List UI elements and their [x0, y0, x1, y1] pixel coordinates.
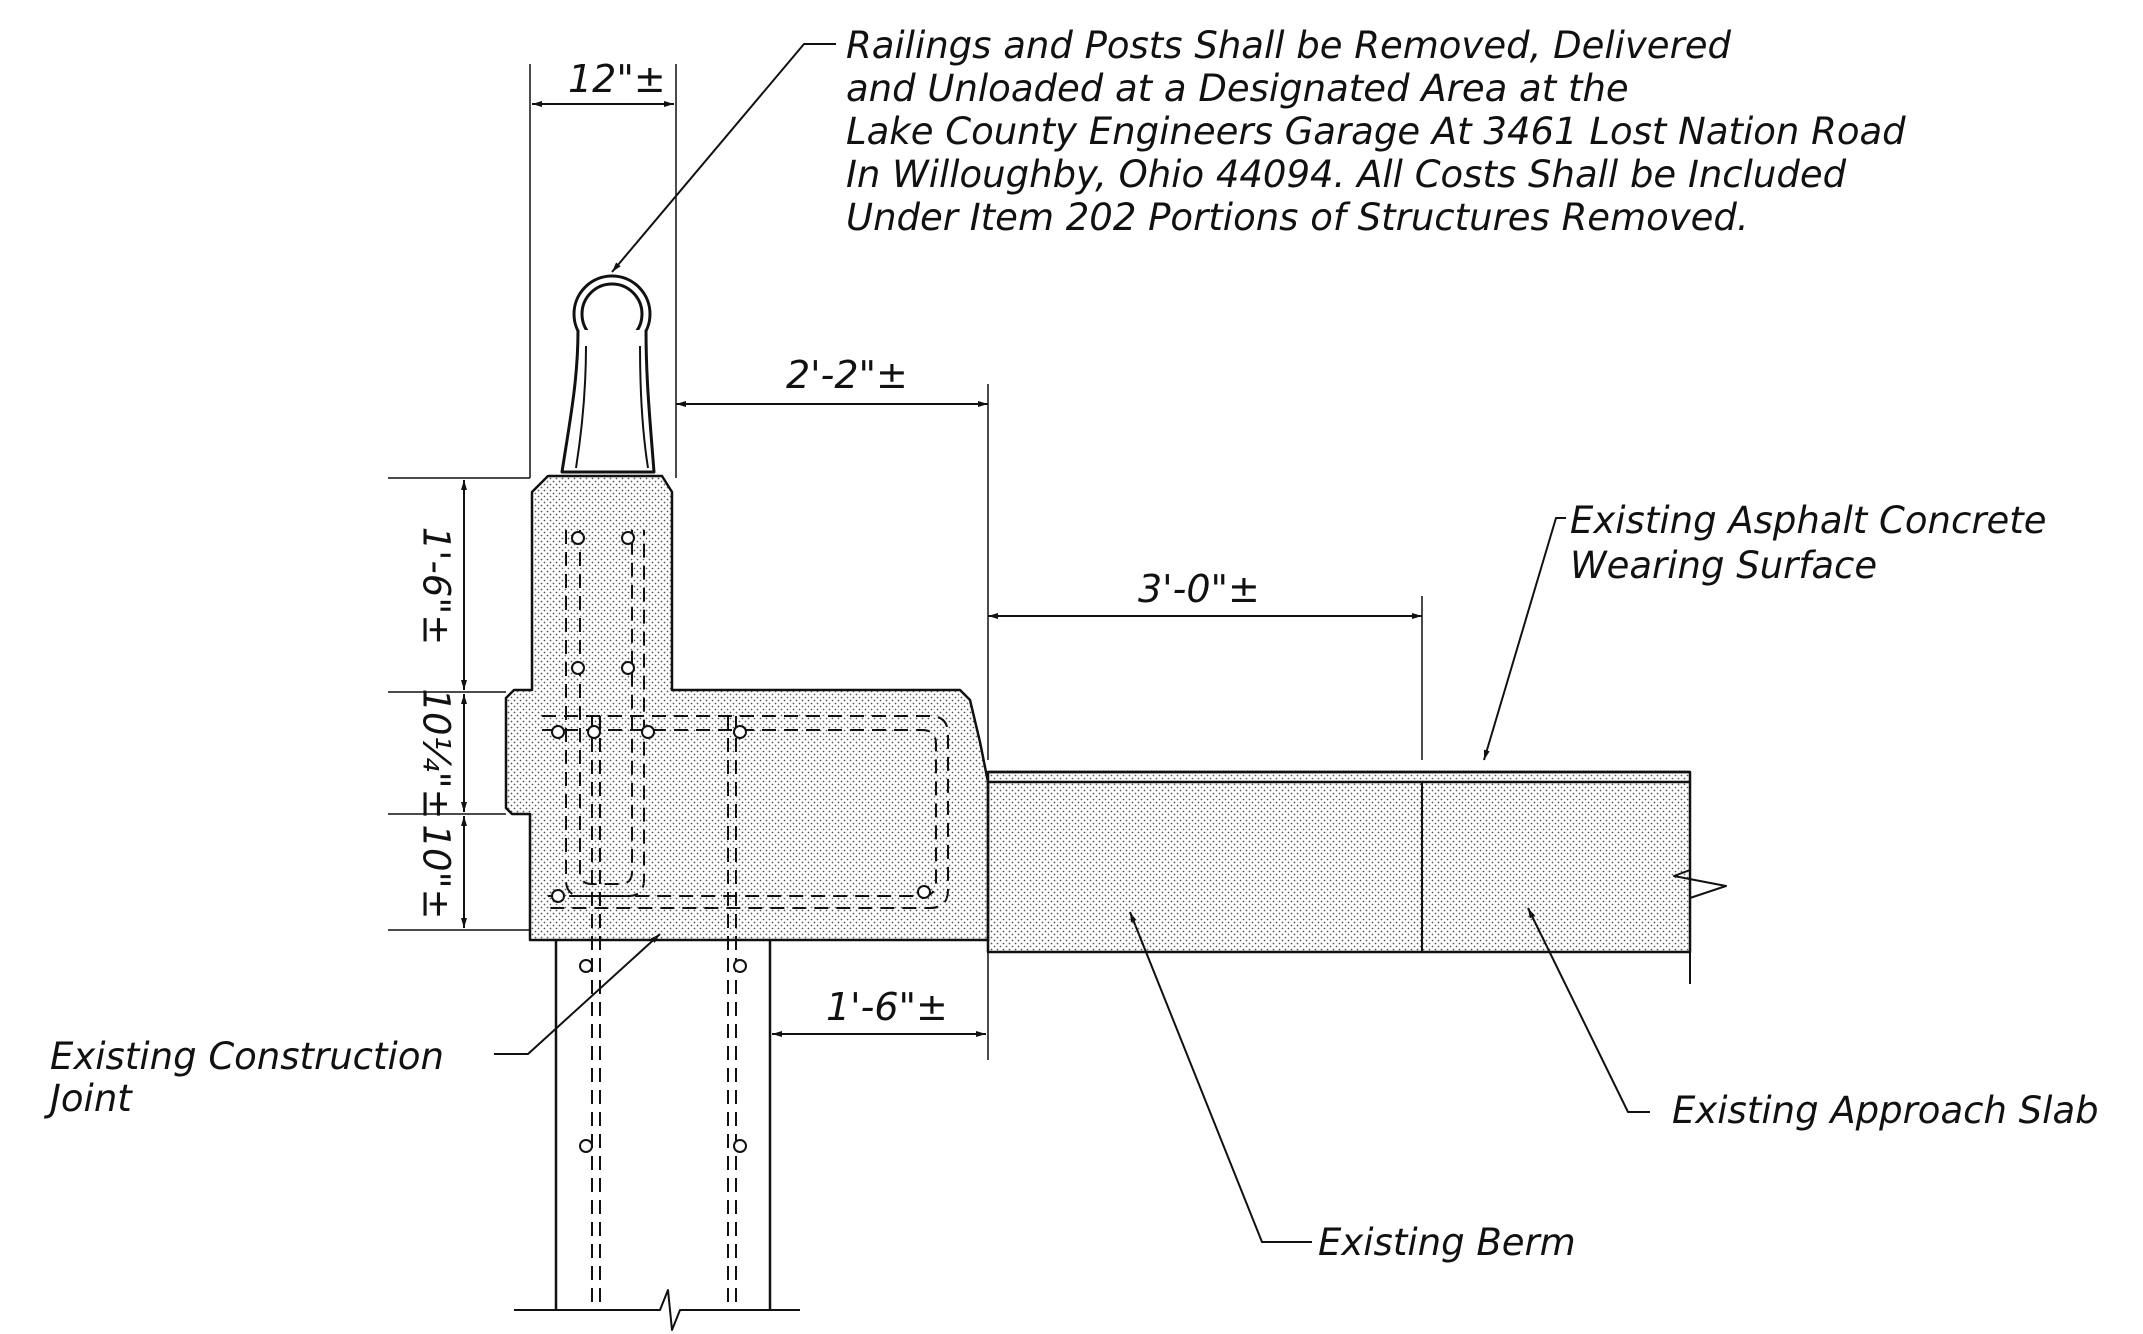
construction-joint-label: Existing Construction Joint	[50, 1036, 444, 1120]
curb-height-dimension: 10¼"±	[414, 688, 458, 820]
railing-removal-note: Railings and Posts Shall be Removed, Del…	[846, 24, 1906, 239]
railing-post	[560, 274, 656, 474]
railing-note-line-1: Railings and Posts Shall be Removed, Del…	[846, 24, 1732, 67]
asphalt-label-line-2: Wearing Surface	[1570, 544, 1878, 587]
rail-width-dimension: 12"±	[568, 57, 666, 101]
railing-note-line-4: In Willoughby, Ohio 44094. All Costs Sha…	[846, 153, 1847, 196]
parapet-to-curb-dimension: 2'-2"±	[786, 353, 908, 397]
base-height-dimension: 10"±	[414, 824, 458, 920]
abutment-wall	[514, 940, 800, 1331]
parapet-concrete	[504, 474, 990, 942]
approach-slab-label: Existing Approach Slab	[1672, 1089, 2099, 1132]
asphalt-label-line-1: Existing Asphalt Concrete	[1570, 499, 2047, 542]
berm-label: Existing Berm	[1318, 1221, 1576, 1264]
wall-offset-dimension: 1'-6"±	[826, 985, 948, 1029]
post-height-dimension: 1'-6"±	[414, 526, 458, 646]
approach-slab	[986, 770, 1692, 954]
berm-width-dimension: 3'-0"±	[1138, 567, 1260, 611]
construction-joint-line-1: Existing Construction	[50, 1035, 444, 1078]
construction-joint-line-2: Joint	[50, 1077, 132, 1120]
railing-note-line-2: and Unloaded at a Designated Area at the	[846, 67, 1629, 110]
asphalt-surface-label: Existing Asphalt Concrete Wearing Surfac…	[1570, 498, 2047, 588]
railing-note-line-5: Under Item 202 Portions of Structures Re…	[846, 196, 1749, 239]
railing-note-line-3: Lake County Engineers Garage At 3461 Los…	[846, 110, 1906, 153]
